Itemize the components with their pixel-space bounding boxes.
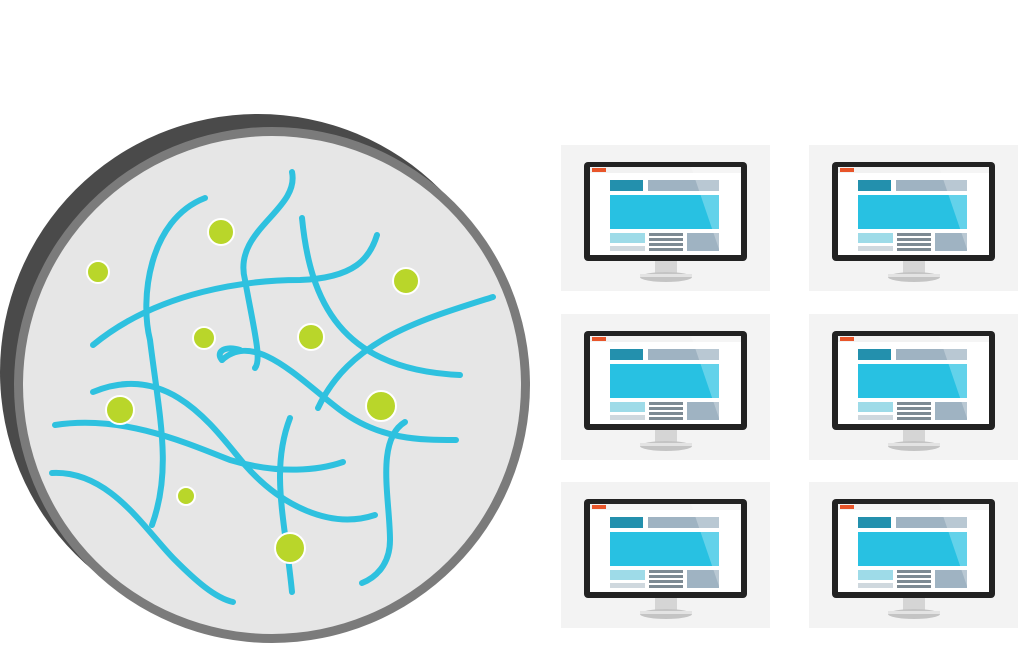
network-node (86, 260, 110, 284)
network-node (274, 532, 306, 564)
network-strands (49, 169, 496, 605)
network-node (365, 390, 397, 422)
network-node (105, 395, 135, 425)
network-node (207, 218, 235, 246)
dish-surface (23, 136, 521, 634)
network-strand (277, 415, 295, 595)
desktop-monitor-icon (832, 162, 995, 282)
desktop-monitor-icon (832, 499, 995, 619)
network-node (176, 486, 196, 506)
monitor-tile (809, 145, 1018, 291)
desktop-monitor-icon (584, 331, 747, 451)
network-strand (219, 347, 459, 443)
monitor-tile (561, 145, 770, 291)
monitor-tile (561, 314, 770, 460)
network-node (392, 267, 420, 295)
network-strand (49, 469, 236, 605)
monitor-tile (561, 482, 770, 628)
network-nodes (86, 218, 420, 564)
desktop-monitor-icon (832, 331, 995, 451)
network-strand (315, 294, 496, 411)
network-dish (0, 114, 530, 643)
network-strand (52, 419, 346, 473)
network-node (192, 326, 216, 350)
network-strand (359, 419, 408, 586)
desktop-monitor-icon (584, 162, 747, 282)
monitor-tile (809, 314, 1018, 460)
network-strand (143, 195, 208, 528)
network-strand (90, 232, 380, 348)
monitor-tile (809, 482, 1018, 628)
network-strand (216, 345, 243, 363)
desktop-monitor-icon (584, 499, 747, 619)
network-strand (299, 215, 463, 378)
network-node (297, 323, 325, 351)
